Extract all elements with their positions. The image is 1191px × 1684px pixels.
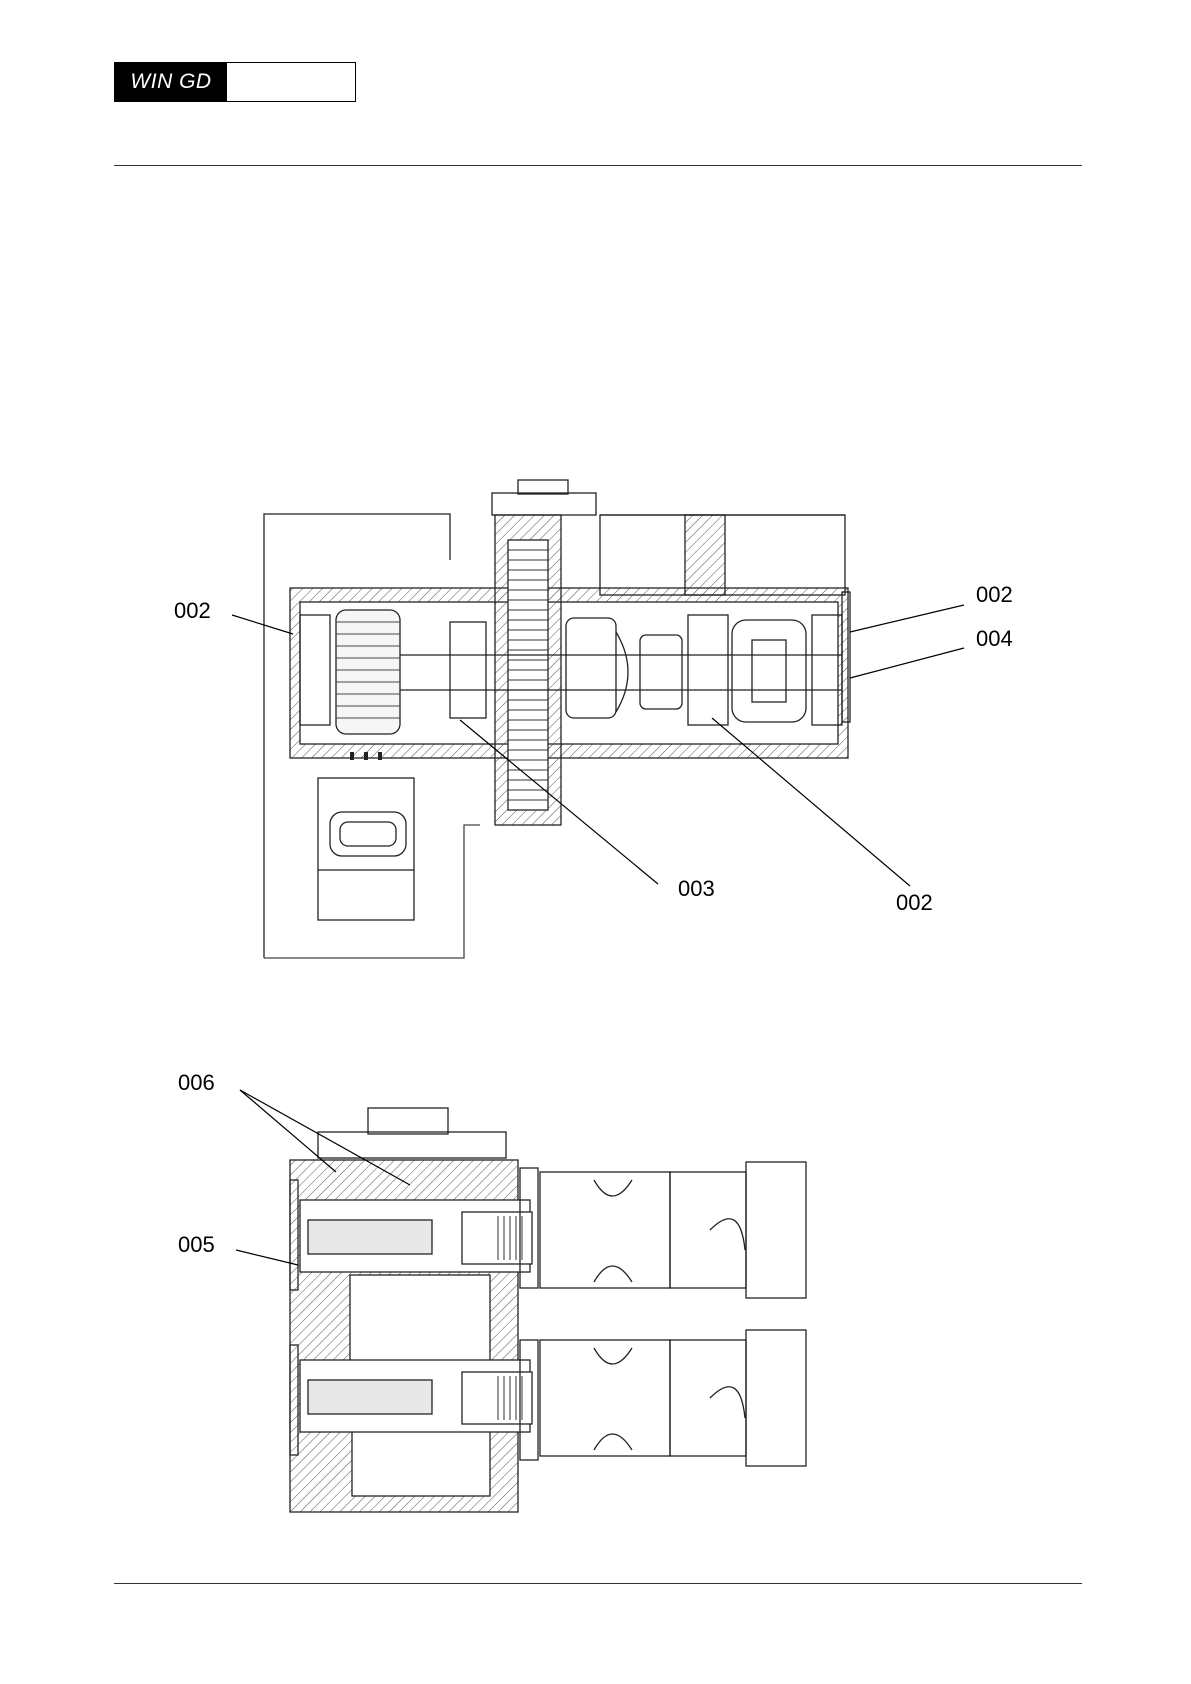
callout-006: 006 [178,1070,215,1095]
footer-rule [114,1583,1082,1584]
gear-drive-section-drawing [264,480,850,958]
callout-003: 003 [678,876,715,901]
callout-002-right-upper: 002 [976,582,1013,607]
callout-005: 005 [178,1232,215,1257]
callout-002-bottom: 002 [896,890,933,915]
callout-002-left: 002 [174,598,211,623]
pump-actuator-section-drawing [290,1108,806,1512]
callout-004: 004 [976,626,1013,651]
